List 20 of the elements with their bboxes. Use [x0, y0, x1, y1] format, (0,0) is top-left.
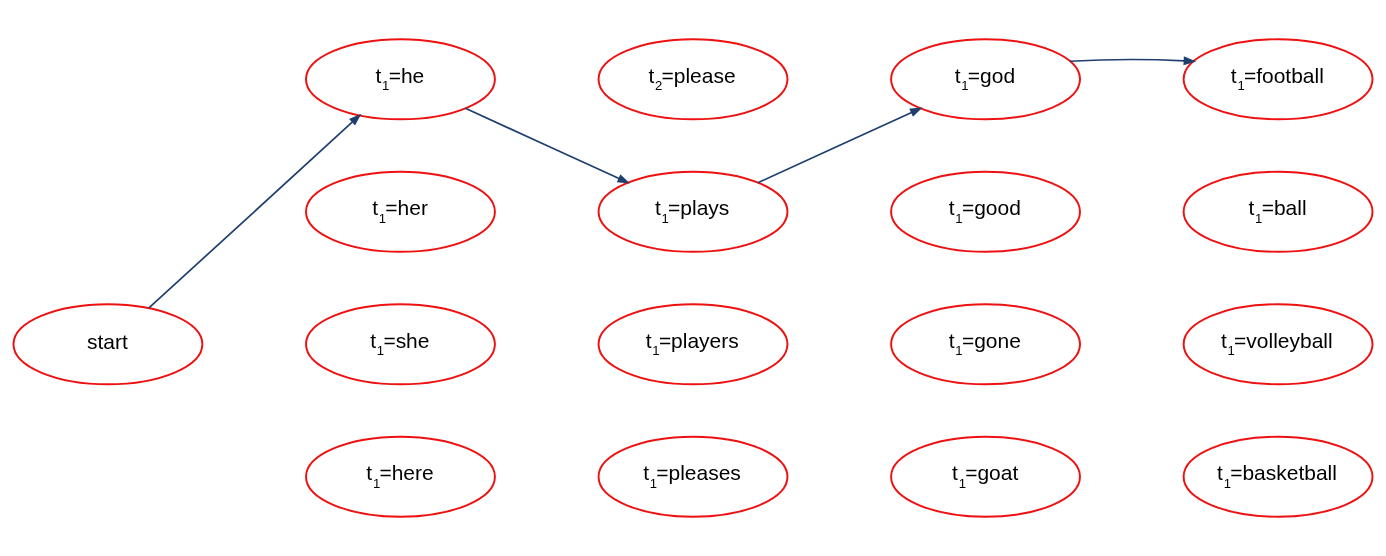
node-ellipse: start — [12, 303, 204, 386]
node-ellipse: t$_{1}$=goat — [890, 435, 1081, 518]
node-ellipse: t$_{1}$=her — [305, 170, 496, 253]
node-ellipse: t$_{1}$=basketball — [1182, 435, 1374, 518]
node-ellipse: t$_{1}$=good — [890, 170, 1081, 253]
node-ellipse: t$_{1}$=he — [305, 38, 496, 121]
arrow — [757, 107, 923, 184]
node-ellipse: t$_{2}$=please — [597, 38, 789, 121]
node-ellipse: t$_{1}$=volleyball — [1182, 303, 1374, 386]
node-ellipse: t$_{1}$=plays — [597, 170, 789, 253]
arrow — [1069, 56, 1197, 66]
arrow — [464, 107, 631, 184]
node-ellipse: t$_{1}$=pleases — [597, 435, 789, 518]
node-ellipse: t$_{1}$=here — [305, 435, 496, 518]
node-ellipse: t$_{1}$=gone — [890, 303, 1081, 386]
arrow — [148, 113, 362, 309]
node-ellipse: t$_{1}$=players — [597, 303, 789, 386]
node-ellipse: t$_{1}$=ball — [1182, 170, 1374, 253]
node-ellipse: t$_{1}$=she — [305, 303, 496, 386]
node-ellipse: t$_{1}$=god — [890, 38, 1081, 121]
